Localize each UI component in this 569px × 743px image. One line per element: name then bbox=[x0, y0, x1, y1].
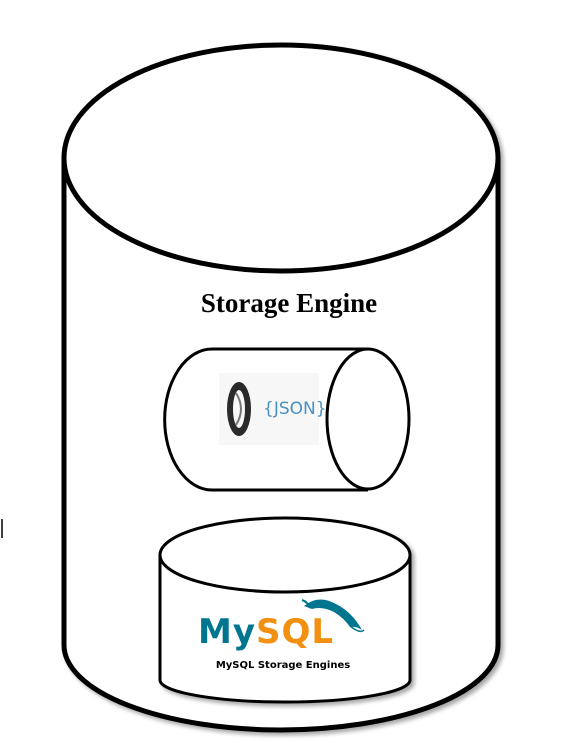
json-logo-text: {JSON} bbox=[263, 399, 327, 419]
outer-cylinder-top bbox=[61, 42, 501, 274]
json-logo: {JSON} bbox=[219, 373, 327, 445]
mysql-cylinder bbox=[158, 516, 412, 704]
mysql-logo-word: MySQL bbox=[198, 612, 334, 652]
json-cylinder-end bbox=[325, 347, 411, 491]
mysql-dolphin-icon bbox=[301, 599, 365, 633]
mysql-logo: MySQL MySQL Storage Engines bbox=[198, 599, 365, 671]
json-logo-icon bbox=[227, 382, 251, 436]
mysql-logo-caption: MySQL Storage Engines bbox=[216, 660, 350, 671]
diagram-title: Storage Engine bbox=[201, 288, 377, 318]
mysql-cylinder-top bbox=[158, 516, 412, 594]
mysql-sql: SQL bbox=[256, 612, 334, 652]
mysql-my: My bbox=[198, 612, 256, 652]
